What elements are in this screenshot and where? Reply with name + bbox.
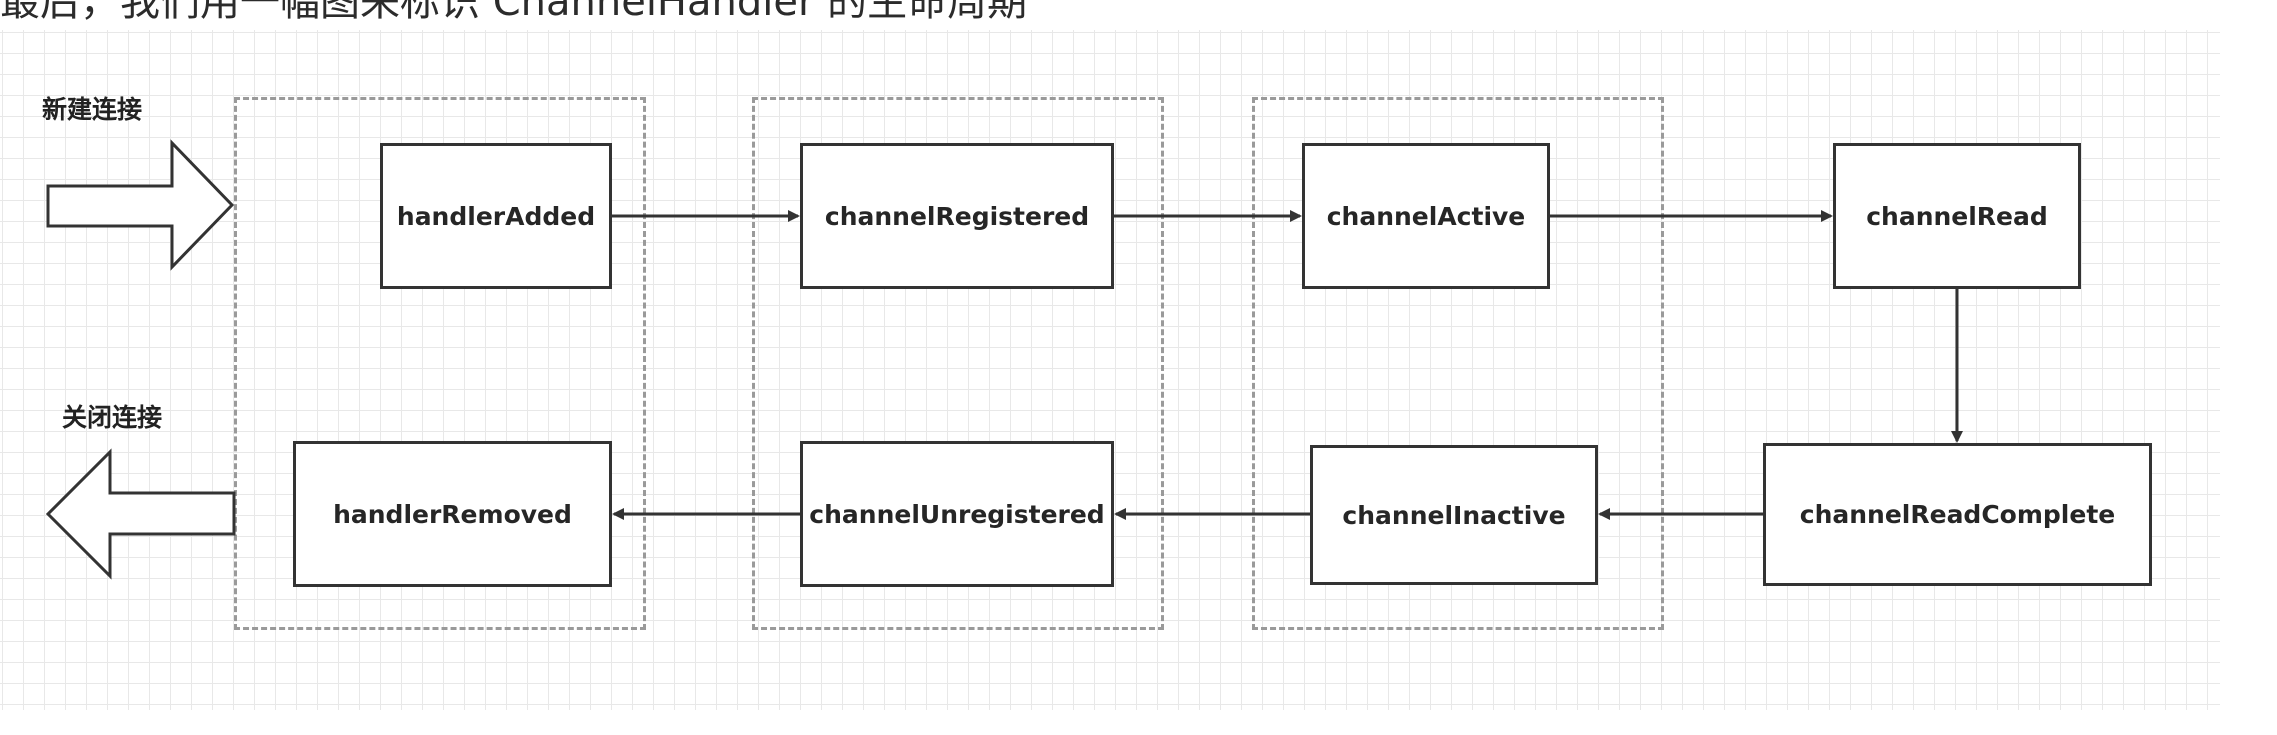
node-channel-active: channelActive bbox=[1302, 143, 1550, 289]
group-added-removed bbox=[234, 97, 646, 630]
new-connection-arrow-icon bbox=[46, 139, 235, 271]
node-handler-removed: handlerRemoved bbox=[293, 441, 612, 587]
node-channel-read-complete: channelReadComplete bbox=[1763, 443, 2152, 586]
node-channel-registered: channelRegistered bbox=[800, 143, 1114, 289]
close-connection-label: 关闭连接 bbox=[62, 403, 163, 432]
close-connection-arrow-icon bbox=[45, 448, 236, 580]
group-active-inactive bbox=[1252, 97, 1664, 630]
new-connection-label: 新建连接 bbox=[42, 95, 143, 124]
node-handler-added: handlerAdded bbox=[380, 143, 612, 289]
node-channel-inactive: channelInactive bbox=[1310, 445, 1598, 585]
node-channel-read: channelRead bbox=[1833, 143, 2081, 289]
group-registered-unregistered bbox=[752, 97, 1164, 630]
node-channel-unregistered: channelUnregistered bbox=[800, 441, 1114, 587]
page-heading: 最后，我们用一幅图来标识 ChannelHandler 的生命周期 bbox=[0, 0, 1028, 25]
